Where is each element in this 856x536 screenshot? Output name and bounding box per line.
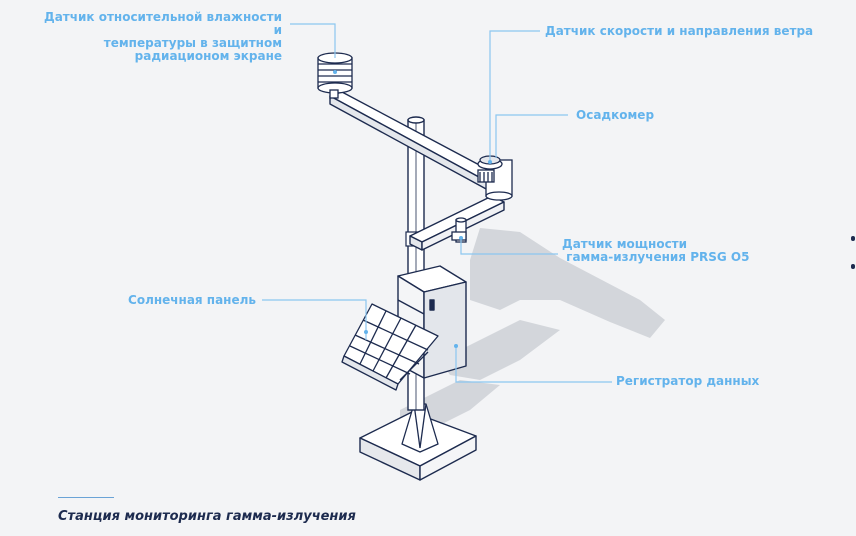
- label-humidity-sensor: Датчик относительной влажности и темпера…: [44, 10, 282, 63]
- label-gamma-sensor: Датчик мощности гамма-излучения PRSG O5: [562, 237, 750, 264]
- pole-foot: [401, 403, 439, 453]
- solar-panel: [341, 303, 439, 391]
- label-solar-panel: Солнечная панель: [128, 293, 256, 307]
- diagram-caption: Станция мониторинга гамма-излучения: [58, 509, 356, 524]
- edge-mark-bottom: [851, 264, 855, 269]
- edge-mark-top: [851, 236, 855, 241]
- caption-rule: [58, 497, 114, 498]
- label-wind-sensor: Датчик скорости и направления ветра: [545, 24, 814, 38]
- label-data-logger: Регистратор данных: [616, 374, 760, 388]
- label-rain-gauge: Осадкомер: [576, 108, 655, 122]
- humidity-sensor: [317, 52, 353, 99]
